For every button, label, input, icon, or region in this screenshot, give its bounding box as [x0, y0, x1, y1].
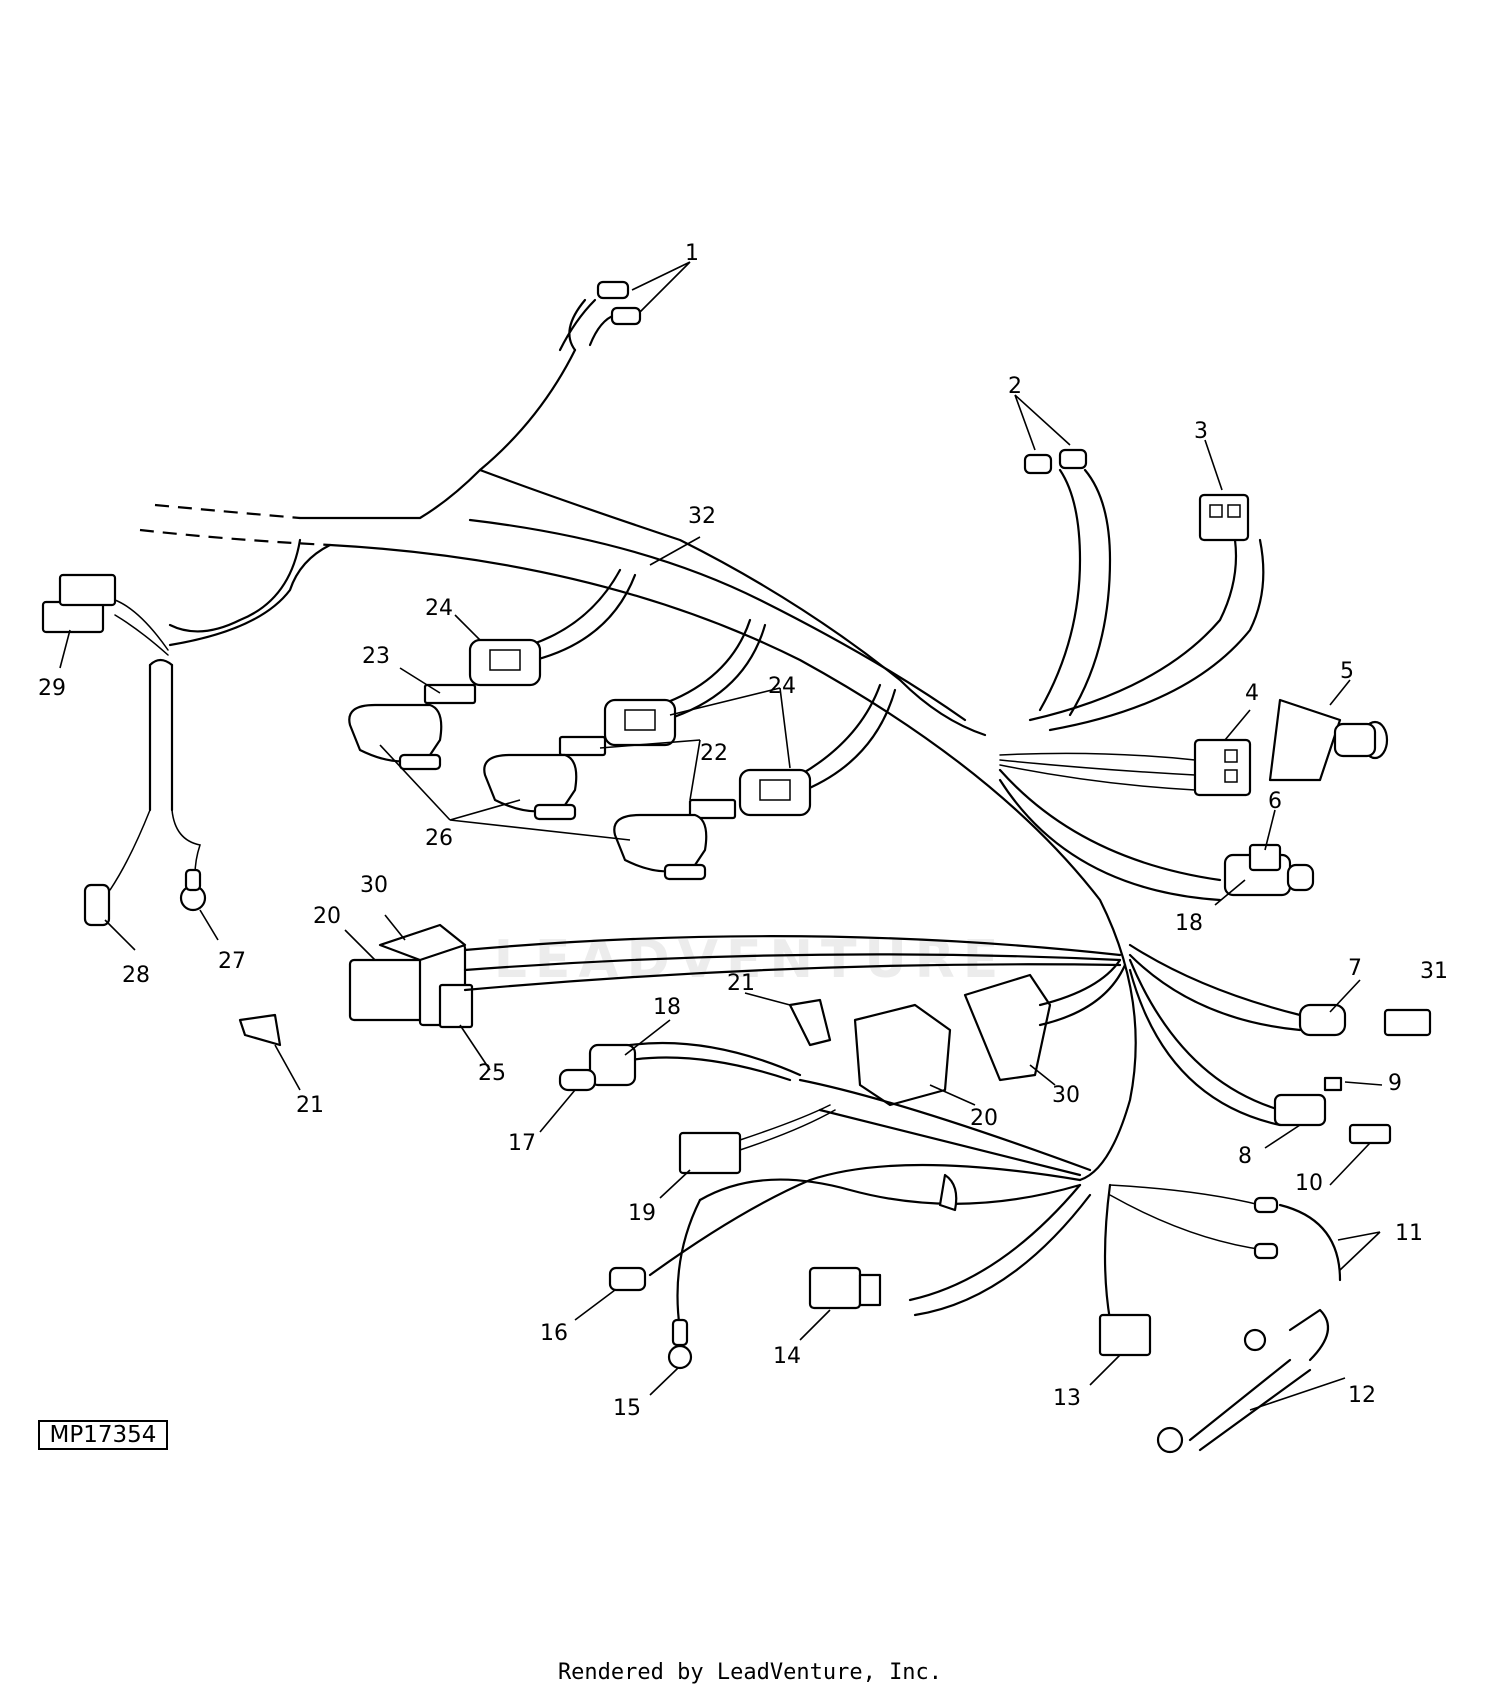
callout-18b: 18: [653, 995, 681, 1020]
callout-17: 17: [508, 1131, 536, 1156]
connector-14: [808, 1266, 862, 1310]
connector-24c: [738, 768, 812, 817]
callout-23: 23: [362, 644, 390, 669]
callout-1: 1: [685, 241, 699, 266]
fuse-23: [423, 683, 477, 705]
fuse-holder-26a: [348, 703, 443, 763]
terminal-2b: [1058, 448, 1088, 470]
callout-27: 27: [218, 949, 246, 974]
ring-terminal-11c: [1243, 1328, 1267, 1352]
connector-17: [558, 1068, 597, 1092]
branch-1: [558, 280, 642, 352]
callout-19: 19: [628, 1201, 656, 1226]
callout-14: 14: [773, 1344, 801, 1369]
callout-24a: 24: [425, 596, 453, 621]
callout-20b: 20: [970, 1106, 998, 1131]
callout-15: 15: [613, 1396, 641, 1421]
callout-4: 4: [1245, 681, 1259, 706]
terminal-11a: [1253, 1196, 1279, 1214]
branch-13-19: [238, 998, 1152, 1370]
ring-terminal-12: [1156, 1426, 1184, 1454]
callout-30a: 30: [360, 873, 388, 898]
terminal-2a: [1023, 453, 1053, 475]
connector-4: [1193, 738, 1252, 797]
terminal-11b: [1253, 1242, 1279, 1260]
relay-group: [348, 923, 1127, 1107]
ring-terminal-15: [667, 1344, 693, 1370]
fuse-9: [1323, 1076, 1343, 1092]
callout-30b: 30: [1052, 1083, 1080, 1108]
callout-13: 13: [1053, 1386, 1081, 1411]
main-harness: [139, 298, 1137, 1182]
relay-20a: [348, 958, 427, 1022]
callout-28: 28: [122, 963, 150, 988]
connector-13: [1098, 1313, 1152, 1357]
harness-continuation-upper: [154, 503, 301, 520]
fuse-22b: [688, 798, 737, 820]
branch-7-12: [1109, 943, 1432, 1454]
fuse-holder-26b: [483, 753, 578, 813]
terminal-1a: [596, 280, 630, 300]
callout-21b: 21: [296, 1093, 324, 1118]
callout-22: 22: [700, 741, 728, 766]
clip-21a: [238, 1013, 282, 1047]
callout-8: 8: [1238, 1144, 1252, 1169]
connector-3: [1198, 493, 1250, 542]
connector-24a: [468, 638, 542, 687]
callout-5: 5: [1340, 659, 1354, 684]
callout-20a: 20: [313, 904, 341, 929]
callout-12: 12: [1348, 1383, 1376, 1408]
branch-27-28-29: [41, 573, 207, 927]
figure-id: MP17354: [38, 1420, 168, 1450]
relay-20b: [853, 1003, 952, 1107]
callout-16: 16: [540, 1321, 568, 1346]
callout-2: 2: [1008, 374, 1022, 399]
switch-5: [1268, 698, 1342, 782]
callout-26: 26: [425, 826, 453, 851]
callout-3: 3: [1194, 419, 1208, 444]
fuse-holder-26c: [613, 813, 708, 873]
connector-24b: [603, 698, 677, 747]
relay-socket-30b: [963, 973, 1052, 1082]
fuse-10: [1348, 1123, 1392, 1145]
callout-24b: 24: [768, 674, 796, 699]
callout-11: 11: [1395, 1221, 1423, 1246]
callout-6: 6: [1268, 789, 1282, 814]
connector-29: [41, 600, 105, 634]
clip-21b: [788, 998, 832, 1047]
connector-8: [1273, 1093, 1327, 1127]
callout-7: 7: [1348, 956, 1362, 981]
callout-9: 9: [1388, 1071, 1402, 1096]
terminal-16: [608, 1266, 647, 1292]
leader-lines: [59, 261, 1383, 1411]
callout-10: 10: [1295, 1171, 1323, 1196]
branch-4-5-6: [998, 698, 1389, 902]
branch-2-3: [1023, 448, 1265, 732]
callout-25: 25: [478, 1061, 506, 1086]
connector-18b: [588, 1043, 637, 1087]
terminal-28: [83, 883, 111, 927]
callout-32: 32: [688, 504, 716, 529]
terminal-1b: [610, 306, 642, 326]
fuse-group: [348, 568, 897, 881]
callout-29: 29: [38, 676, 66, 701]
callout-18a: 18: [1175, 911, 1203, 936]
connector-25: [438, 983, 474, 1029]
fuse-22a: [558, 735, 607, 757]
fuse-holder-31: [1383, 1008, 1432, 1037]
callout-21a: 21: [727, 971, 755, 996]
callout-31: 31: [1420, 959, 1448, 984]
footer-credit: Rendered by LeadVenture, Inc.: [557, 1660, 943, 1685]
callout-labels: 1 2 3 4 5 6 7 8 9 10 11 12 13 14 15 16 1…: [38, 241, 1448, 1421]
harness-continuation-lower: [139, 528, 331, 547]
connector-7: [1298, 1003, 1347, 1037]
connector-19: [678, 1131, 742, 1175]
